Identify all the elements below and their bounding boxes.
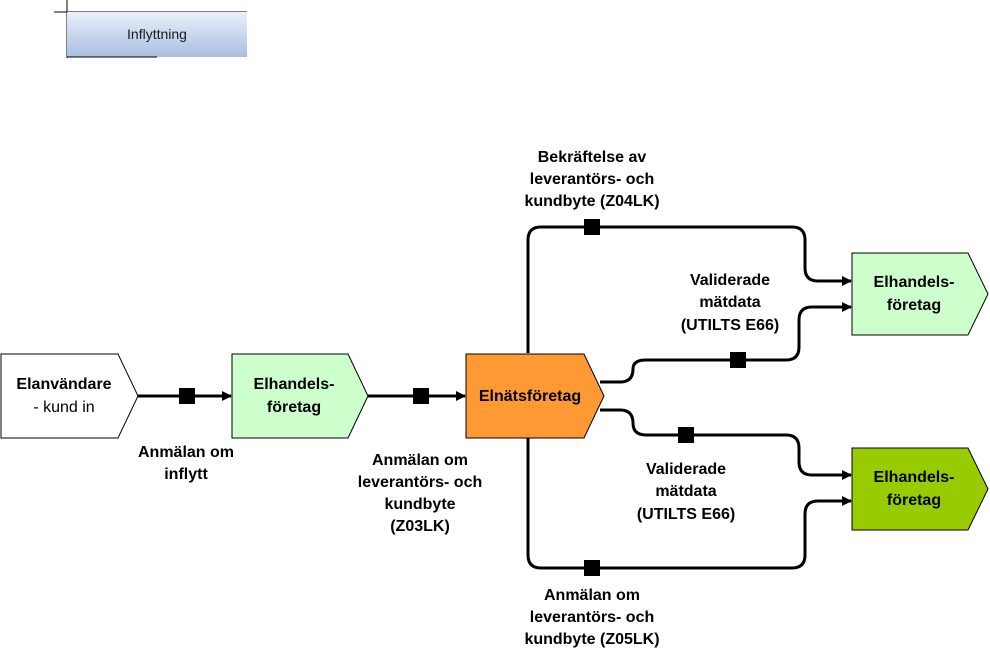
edge-label-z05lk-3: kundbyte (Z05LK): [524, 631, 659, 648]
node-elhandel-left-shape: [231, 353, 369, 439]
edge-label-utilts-bottom: Validerade mätdata (UTILTS E66): [637, 461, 735, 523]
node-elhandel-bottom-shape: [851, 447, 989, 531]
node-elhandel-top-label-1: Elhandels-: [874, 274, 955, 291]
node-elhandel-bottom: Elhandels- företag: [851, 447, 989, 531]
node-elhandel-left: Elhandels- företag: [231, 353, 369, 439]
header-tab-fill: [67, 12, 247, 57]
connector-z04lk: [526, 225, 852, 353]
message-marker-inflytt: [179, 388, 195, 404]
edge-label-z03lk-4: (Z03LK): [390, 518, 450, 535]
message-marker-z04lk: [584, 219, 600, 235]
edge-label-utilts-top-1: Validerade: [690, 272, 770, 289]
connector-markers: [179, 219, 746, 576]
node-elhandel-bottom-label-1: Elhandels-: [874, 469, 955, 486]
node-elhandel-top: Elhandels- företag: [851, 252, 989, 336]
node-elnat-label: Elnätsföretag: [479, 388, 581, 405]
edge-label-utilts-bottom-1: Validerade: [646, 461, 726, 478]
node-elnat: Elnätsföretag: [465, 353, 605, 439]
message-marker-z05lk: [584, 560, 600, 576]
node-elhandel-left-label-2: företag: [267, 399, 321, 416]
edge-label-inflytt-1: Anmälan om: [138, 444, 234, 461]
message-marker-utilts-top: [730, 352, 746, 368]
header-tab-label: Inflyttning: [127, 26, 187, 42]
node-elanvandare: Elanvändare - kund in: [0, 353, 139, 439]
edge-label-inflytt-2: inflytt: [164, 466, 208, 483]
node-elnat-shape: [465, 353, 605, 439]
node-elhandel-top-label-2: företag: [887, 297, 941, 314]
edge-label-z04lk-3: kundbyte (Z04LK): [524, 193, 659, 210]
message-marker-z03lk: [413, 388, 429, 404]
edge-label-z04lk-1: Bekräftelse av: [538, 149, 647, 166]
edge-label-z03lk-1: Anmälan om: [372, 452, 468, 469]
edge-label-utilts-bottom-3: (UTILTS E66): [637, 506, 735, 523]
edge-label-z03lk-2: leverantörs- och: [358, 474, 482, 491]
edge-label-utilts-bottom-2: mätdata: [655, 483, 716, 500]
node-elanvandare-shape: [0, 353, 139, 439]
node-elhandel-bottom-label-2: företag: [887, 492, 941, 509]
edge-label-z03lk-3: kundbyte: [384, 496, 455, 513]
node-elhandel-left-label-1: Elhandels-: [254, 376, 335, 393]
edge-label-utilts-top: Validerade mätdata (UTILTS E66): [681, 272, 779, 334]
connectors: [137, 225, 852, 570]
header-tab: Inflyttning: [54, 0, 247, 58]
connector-utilts-bottom: [600, 408, 852, 480]
edge-label-z04lk-2: leverantörs- och: [530, 171, 654, 188]
edge-label-z04lk: Bekräftelse av leverantörs- och kundbyte…: [524, 149, 659, 210]
edge-label-z05lk-1: Anmälan om: [544, 587, 640, 604]
connector-utilts-top: [600, 302, 852, 384]
connector-z05lk: [526, 438, 852, 570]
edge-label-z05lk-2: leverantörs- och: [530, 609, 654, 626]
edge-label-inflytt: Anmälan om inflytt: [138, 444, 234, 483]
node-elanvandare-label-2: - kund in: [33, 399, 94, 416]
message-marker-utilts-bottom: [678, 427, 694, 443]
edge-label-z05lk: Anmälan om leverantörs- och kundbyte (Z0…: [524, 587, 659, 648]
edge-label-z03lk: Anmälan om leverantörs- och kundbyte (Z0…: [358, 452, 482, 535]
node-elhandel-top-shape: [851, 252, 989, 336]
edge-label-utilts-top-2: mätdata: [699, 294, 760, 311]
edge-label-utilts-top-3: (UTILTS E66): [681, 317, 779, 334]
node-elanvandare-label-1: Elanvändare: [16, 376, 111, 393]
